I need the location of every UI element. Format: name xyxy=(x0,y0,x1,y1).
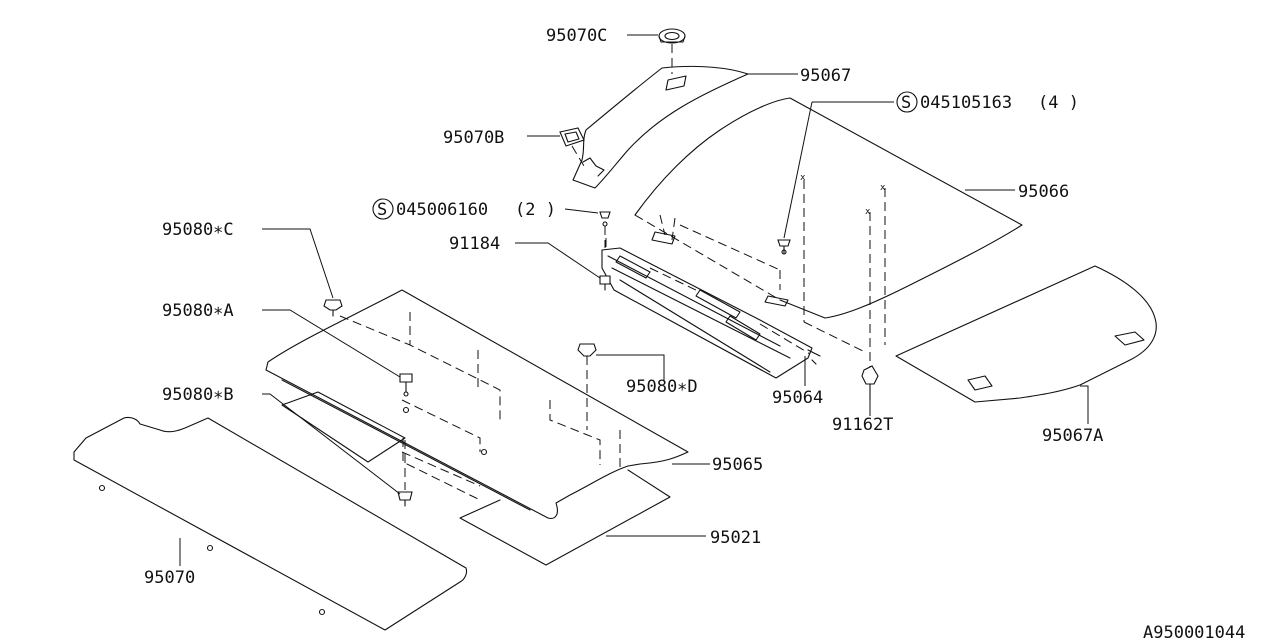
carpet-95065-hook xyxy=(401,399,481,452)
label-95064: 95064 xyxy=(772,388,823,408)
label-s1-qty: (4 ) xyxy=(1038,93,1079,113)
label-s2-number: 045006160 xyxy=(396,200,488,220)
sill-95064-slot3 xyxy=(725,315,761,341)
label-s1-number: 045105163 xyxy=(920,93,1012,113)
x-mark-3: x xyxy=(865,207,871,217)
sill-95064-slot1 xyxy=(615,255,651,279)
label-95021: 95021 xyxy=(710,528,761,548)
trim-95067A-outline xyxy=(895,265,1157,403)
screw-045105163 xyxy=(777,239,791,255)
label-91184: 91184 xyxy=(449,234,500,254)
cover-95070-outline xyxy=(73,416,468,631)
sill-95064-rail3 xyxy=(619,279,771,373)
s-marker-1 xyxy=(896,91,918,113)
sill-95064-slot2 xyxy=(695,289,741,319)
leader-95080D xyxy=(596,354,665,380)
label-95067A: 95067A xyxy=(1042,426,1103,446)
panel-95066-dash2 xyxy=(671,217,676,241)
label-95080A: 95080∗A xyxy=(162,301,234,321)
label-95066: 95066 xyxy=(1018,182,1069,202)
carpet-95065-outline xyxy=(265,289,689,519)
panel-95066-dash3 xyxy=(679,224,781,271)
panel-95066-tab1 xyxy=(651,231,676,245)
fastener-95080B xyxy=(397,440,413,507)
label-95080B: 95080∗B xyxy=(162,385,234,405)
cover-95070-hole2 xyxy=(206,544,214,552)
clip-91162T xyxy=(861,365,879,401)
label-95070C: 95070C xyxy=(546,26,607,46)
mat-95021-outline xyxy=(459,469,671,566)
label-91162T: 91162T xyxy=(832,415,893,435)
label-s2-qty: (2 ) xyxy=(515,200,556,220)
label-95070B: 95070B xyxy=(443,128,504,148)
clip-95070B xyxy=(559,127,585,167)
leader-91184 xyxy=(515,242,601,279)
trim-95067-notch xyxy=(582,157,605,177)
sill-95064-rail1 xyxy=(607,255,781,347)
panel-95066-lower-edge xyxy=(634,214,781,301)
sill-95064-rail2 xyxy=(611,267,791,359)
fastener-95080C-dash xyxy=(339,315,411,346)
dash-91162T-4 xyxy=(803,321,866,353)
clip-95070C xyxy=(658,28,686,44)
sill-95064-ribs xyxy=(605,238,811,355)
leader-95080B xyxy=(262,393,401,495)
label-95065: 95065 xyxy=(712,455,763,475)
x-mark-2: x xyxy=(880,183,886,193)
carpet-95065-cut xyxy=(281,391,406,463)
label-95070: 95070 xyxy=(144,568,195,588)
leader-95067A xyxy=(1080,385,1089,424)
s-marker-1-letter: S xyxy=(901,93,911,113)
s-marker-2-letter: S xyxy=(377,200,387,220)
screw-045105163-leader xyxy=(783,101,813,239)
panel-95066-outline xyxy=(634,97,1023,319)
trim-95067-outline xyxy=(572,65,749,189)
label-95067: 95067 xyxy=(800,66,851,86)
s-marker-2 xyxy=(372,198,394,220)
carpet-95065-hole1 xyxy=(402,406,410,414)
leader-95080C xyxy=(262,228,334,299)
screw-045006160 xyxy=(599,211,611,248)
fastener-95080C xyxy=(323,299,343,317)
cover-95070-hole1 xyxy=(98,484,106,492)
trim-95067-hole xyxy=(665,75,687,91)
clip-91184 xyxy=(599,275,611,291)
label-95080D: 95080∗D xyxy=(626,377,698,397)
panel-95066-tab2 xyxy=(764,295,789,307)
label-95080C: 95080∗C xyxy=(162,220,234,240)
cover-95070-hole3 xyxy=(318,608,326,616)
trim-95067A-hole2 xyxy=(967,375,993,391)
carpet-95065-fold xyxy=(281,379,531,511)
diagram-id: A950001044 xyxy=(1143,623,1245,640)
sill-95064-end xyxy=(807,349,821,365)
leader-s2 xyxy=(564,208,599,214)
panel-95066-dash1 xyxy=(659,214,666,236)
carpet-95065-hole2 xyxy=(480,448,488,456)
fastener-95080A xyxy=(399,373,413,397)
x-mark-1: x xyxy=(800,173,806,183)
fastener-95080D xyxy=(577,343,597,430)
sill-95064-outline xyxy=(601,247,813,379)
carpet-95065-dashes xyxy=(401,312,621,501)
trim-95067A-hole1 xyxy=(1114,331,1145,346)
leader-95080A xyxy=(262,309,401,378)
